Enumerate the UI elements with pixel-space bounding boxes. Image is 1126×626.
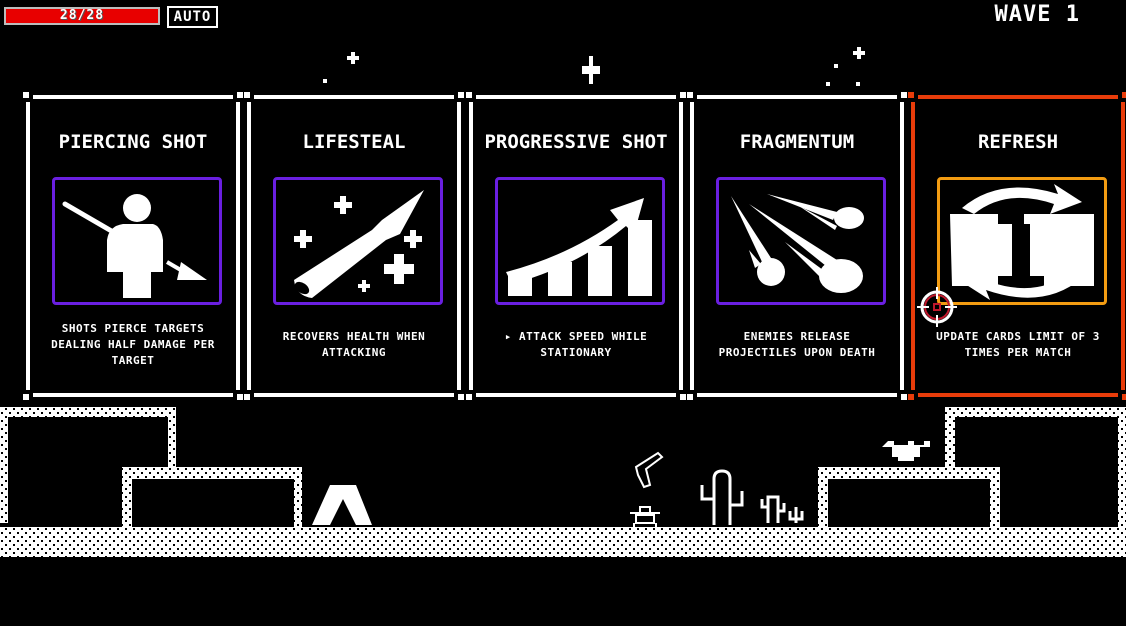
- card-corner: [687, 92, 697, 102]
- card-corner: [233, 390, 243, 400]
- progressive-chart-icon: [506, 198, 652, 296]
- crosshair-cursor-icon: [917, 287, 957, 327]
- card-corner: [676, 390, 686, 400]
- card-art-frame: [937, 177, 1107, 305]
- wave-counter: Wave 1: [994, 2, 1080, 27]
- star-icon: [834, 64, 838, 68]
- player-icon: [630, 506, 660, 529]
- health-text: 28/28: [59, 8, 105, 23]
- star-icon: [856, 82, 860, 86]
- card-corner: [244, 390, 254, 400]
- revolver-icon: [634, 451, 664, 489]
- card-corner: [454, 92, 464, 102]
- card-corner: [23, 92, 33, 102]
- piercing-shot-icon: [62, 194, 207, 298]
- card-title: FRAGMENTUM: [739, 131, 855, 153]
- card-corner: [466, 390, 476, 400]
- card-corner: [897, 92, 907, 102]
- cow-skull-icon: [882, 441, 930, 461]
- card-progressive-shot[interactable]: PROGRESSIVE SHOT ▸ ATTACK SPEED WHILE ST…: [466, 92, 686, 400]
- card-description: ▸ ATTACK SPEED WHILE STATIONARY: [504, 330, 648, 359]
- card-description: RECOVERS HEALTH WHEN ATTACKING: [282, 330, 426, 359]
- card-title: PROGRESSIVE SHOT: [484, 131, 668, 153]
- card-corner: [687, 390, 697, 400]
- card-title: PIERCING SHOT: [58, 131, 208, 153]
- desert-ground: [0, 407, 1126, 557]
- card-art-frame: [273, 177, 443, 305]
- star-icon: [582, 56, 600, 84]
- auto-button[interactable]: AUTO: [167, 6, 218, 28]
- card-corner: [23, 390, 33, 400]
- card-corner: [466, 92, 476, 102]
- card-description: UPDATE CARDS LIMIT OF 3 TIMES PER MATCH: [936, 330, 1100, 359]
- card-corner: [897, 390, 907, 400]
- star-icon: [826, 82, 830, 86]
- card-refresh[interactable]: REFRESH UPDATE CARDS LIMIT OF 3 TIMES PE…: [908, 92, 1126, 400]
- card-piercing-shot[interactable]: PIERCING SHOT SHOTS PIERCE TARGETS DEALI…: [23, 92, 243, 400]
- fragment-projectiles-icon: [731, 194, 864, 293]
- health-bar: 28/28: [4, 7, 160, 25]
- card-lifesteal[interactable]: LIFESTEAL RECOVERS HEALTH WHEN ATTACKING: [244, 92, 464, 400]
- card-corner: [454, 390, 464, 400]
- star-icon: [347, 52, 359, 64]
- tent-icon: [312, 485, 372, 525]
- card-description: SHOTS PIERCE TARGETS DEALING HALF DAMAGE…: [51, 322, 215, 367]
- card-description: ENEMIES RELEASE PROJECTILES UPON DEATH: [718, 330, 876, 359]
- card-corner: [1118, 390, 1126, 400]
- card-title: LIFESTEAL: [302, 131, 406, 153]
- cactus-small-icon: [760, 495, 804, 523]
- lifesteal-bullet-icon: [294, 190, 424, 298]
- card-title: REFRESH: [977, 131, 1059, 153]
- star-icon: [853, 47, 865, 59]
- card-corner: [908, 390, 918, 400]
- card-corner: [244, 92, 254, 102]
- card-corner: [1118, 92, 1126, 102]
- card-corner: [676, 92, 686, 102]
- star-icon: [323, 79, 327, 83]
- card-art-frame: [716, 177, 886, 305]
- card-art-frame: [495, 177, 665, 305]
- card-art-frame: [52, 177, 222, 305]
- card-corner: [908, 92, 918, 102]
- card-fragmentum[interactable]: FRAGMENTUM ENEMIES RELEASE PROJECTILES U…: [687, 92, 907, 400]
- refresh-arrows-icon: [950, 184, 1094, 300]
- card-corner: [233, 92, 243, 102]
- cactus-icon: [700, 469, 744, 525]
